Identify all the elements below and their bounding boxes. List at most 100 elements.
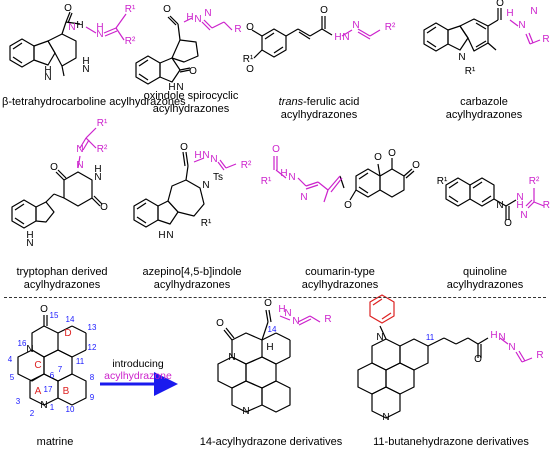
atom-label: N bbox=[352, 20, 359, 31]
atom-label: R¹ bbox=[261, 176, 272, 187]
atom-label: O bbox=[189, 66, 197, 77]
deriv11-atom-number: 11 bbox=[426, 333, 435, 342]
atom-label: O bbox=[40, 304, 48, 315]
atom-label: N bbox=[518, 20, 525, 31]
arrow-label-l2: acylhydrazone bbox=[104, 370, 172, 382]
atom-label: N bbox=[26, 344, 33, 355]
atom-label: N bbox=[516, 192, 523, 203]
atom-label: N bbox=[210, 154, 217, 165]
atom-label: N bbox=[292, 316, 299, 327]
atom-label: O bbox=[388, 148, 396, 159]
atom-label: N bbox=[194, 14, 201, 25]
deriv14-structure bbox=[217, 309, 291, 413]
atom-label: R² bbox=[385, 22, 396, 33]
atom-label: O bbox=[374, 152, 382, 163]
caption-tryptophan-l2: acylhydrazones bbox=[23, 279, 101, 291]
caption-azepino-l2: acylhydrazones bbox=[153, 279, 231, 291]
atom-label: N bbox=[96, 29, 103, 40]
atom-label: N bbox=[26, 238, 33, 249]
atom-label: N bbox=[382, 412, 389, 423]
atom-label: N bbox=[458, 52, 465, 63]
ring-letter-d: D bbox=[64, 328, 71, 339]
atom-label: O bbox=[64, 3, 72, 14]
caption-ferulic-italic: trans bbox=[278, 96, 304, 108]
atom-label: R bbox=[536, 350, 543, 361]
atom-label: N bbox=[82, 64, 89, 75]
atom-label: N bbox=[508, 342, 515, 353]
atom-label: H bbox=[96, 22, 103, 33]
atom-label: N bbox=[202, 180, 209, 191]
azepino-structure bbox=[133, 151, 205, 228]
caption-quinoline-l1: quinoline bbox=[462, 266, 508, 278]
atom-label: N bbox=[242, 406, 249, 417]
atom-label: O bbox=[180, 142, 188, 153]
atom-label: N bbox=[44, 72, 51, 83]
matrine-atom-number: 14 bbox=[66, 315, 75, 324]
caption-coumarin-l2: acylhydrazones bbox=[301, 279, 379, 291]
atom-label: O bbox=[272, 144, 280, 155]
caption-deriv14: 14-acylhydrazone derivatives bbox=[196, 436, 346, 449]
atom-label: R² bbox=[529, 176, 540, 187]
atom-label: N bbox=[228, 352, 235, 363]
caption-carbazole-l1: carbazole bbox=[460, 96, 508, 108]
atom-label: H bbox=[26, 230, 33, 241]
atom-label: R¹ bbox=[437, 176, 448, 187]
atom-label: R¹ bbox=[97, 118, 108, 129]
atom-label: Ts bbox=[213, 172, 223, 183]
atom-label: H bbox=[266, 342, 273, 353]
atom-label: N bbox=[176, 82, 183, 93]
oxindole-structure bbox=[135, 15, 199, 85]
atom-label: N bbox=[284, 308, 291, 319]
atom-label: O bbox=[320, 5, 328, 16]
ring-letter-b: B bbox=[63, 386, 70, 397]
atom-label: R² bbox=[97, 144, 108, 155]
atom-label: H bbox=[158, 230, 165, 241]
caption-azepino-l1: azepino[4,5-b]indole bbox=[142, 266, 242, 278]
atom-label: O bbox=[264, 298, 272, 309]
atom-label: O bbox=[100, 202, 108, 213]
deriv14-atom-number: 14 bbox=[268, 325, 277, 334]
atom-label: H bbox=[76, 20, 83, 31]
atom-label: N bbox=[300, 192, 307, 203]
matrine-atom-number: 13 bbox=[88, 323, 97, 332]
matrine-atom-number: 10 bbox=[66, 405, 75, 414]
atom-label: N bbox=[342, 32, 349, 43]
matrine-atom-number: 12 bbox=[88, 343, 97, 352]
caption-deriv11: 11-butanehydrazone derivatives bbox=[364, 436, 538, 449]
atom-label: R bbox=[234, 24, 241, 35]
quinoline-structure bbox=[445, 177, 517, 220]
atom-label: H bbox=[278, 304, 285, 315]
atom-label: N bbox=[204, 8, 211, 19]
matrine-structure bbox=[17, 315, 87, 406]
caption-tryptophan-l1: tryptophan derived bbox=[16, 266, 108, 278]
matrine-atom-number: 1 bbox=[50, 403, 55, 412]
section-divider bbox=[4, 297, 546, 298]
caption-matrine: matrine bbox=[20, 436, 90, 449]
arrow-label-l1: introducing bbox=[112, 358, 164, 370]
atom-label: N bbox=[498, 332, 505, 343]
atom-label: R² bbox=[241, 160, 252, 171]
atom-label: N bbox=[202, 150, 209, 161]
atom-label: R³ bbox=[543, 200, 550, 211]
atom-label: N bbox=[496, 200, 503, 211]
atom-label: H bbox=[280, 168, 287, 179]
tryptophan-structure bbox=[11, 169, 103, 229]
matrine-atom-number: 4 bbox=[8, 355, 13, 364]
atom-label: N bbox=[68, 22, 75, 33]
atom-label: O bbox=[504, 218, 512, 229]
matrine-atom-number: 17 bbox=[44, 385, 53, 394]
matrine-atom-number: 5 bbox=[10, 373, 15, 382]
caption-ferulic-rest: -ferulic acid bbox=[303, 96, 360, 108]
deriv11-structure bbox=[357, 325, 489, 419]
caption-oxindole-l2: acylhydrazones bbox=[152, 103, 230, 115]
ring-letter-c: C bbox=[34, 360, 41, 371]
atom-label: H bbox=[94, 164, 101, 175]
ring-letter-a: A bbox=[35, 386, 42, 397]
atom-label: N bbox=[166, 230, 173, 241]
caption-ferulic-l2: acylhydrazones bbox=[280, 109, 358, 121]
